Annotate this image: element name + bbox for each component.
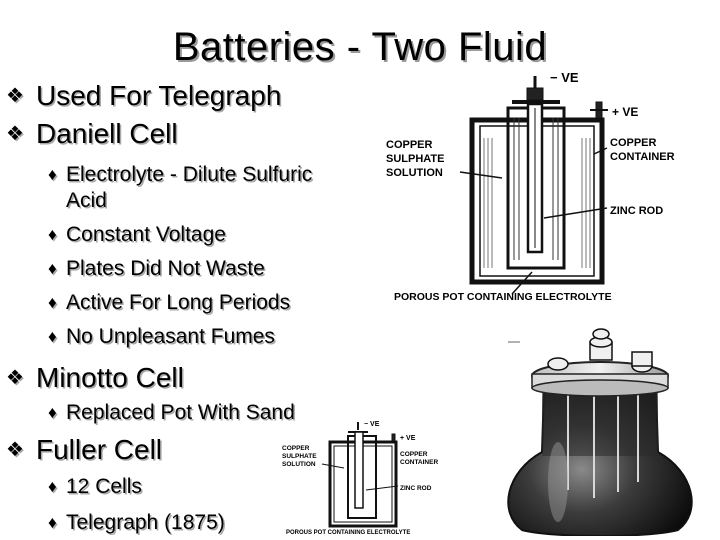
bullet-text: Constant Voltage [66,223,226,246]
bullet-telegraph-1875: ♦ Telegraph (1875) [48,510,225,536]
diamond-icon: ♦ [48,403,57,422]
bullet-no-unpleasant-fumes: ♦ No Unpleasant Fumes [48,324,275,350]
small-zinc-rod-label: ZINC ROD [400,485,432,492]
slide-title: Batteries - Two Fluid [172,25,548,69]
bullet-text: Electrolyte - Dilute Sulfuric [66,163,313,186]
diamond-icon: ♦ [48,327,57,346]
bullet-12-cells: ♦ 12 Cells [48,474,142,500]
bullet-text: Plates Did Not Waste [66,257,265,280]
diamond-icon: ♦ [48,165,57,184]
diamond-icon: ♦ [48,477,57,496]
diamond-dot-icon: ❖ [6,85,24,107]
diamond-icon: ♦ [48,259,57,278]
bullet-text: Replaced Pot With Sand [66,401,295,424]
negative-terminal-icon [526,87,544,101]
bullet-active-for-long-periods: ♦ Active For Long Periods [48,290,290,316]
daniell-cell-diagram-small: − VE + VE COPPER SULPHATE SOLUTION COPPE… [282,421,438,536]
negative-terminal-label: − VE [550,70,579,85]
bullet-plates-did-not-waste: ♦ Plates Did Not Waste [48,256,265,282]
daniell-cell-diagram: − VE + VE COPPER SULPHATE SOLUTION COPPE… [386,70,675,303]
bullet-text: Fuller Cell [36,434,163,465]
zinc-rod-label: ZINC ROD [610,205,663,217]
diamond-dot-icon: ❖ [6,367,24,389]
small-left-label-line-3: SOLUTION [282,461,316,468]
left-label-line-3: SOLUTION [386,167,443,179]
right-label-line-1: COPPER [610,137,657,149]
bullet-text: Used For Telegraph [36,80,282,111]
diamond-dot-icon: ❖ [6,439,24,461]
diamond-icon: ♦ [48,225,57,244]
right-label-line-2: CONTAINER [610,151,675,163]
small-positive-terminal-label: + VE [400,435,416,442]
bullet-electrolyte: ♦ Electrolyte - Dilute Sulfuric [48,162,312,188]
bullet-replaced-pot: ♦ Replaced Pot With Sand [48,400,295,426]
small-bottom-label: POROUS POT CONTAINING ELECTROLYTE [286,530,410,536]
diamond-icon: ♦ [48,513,57,532]
small-left-label-line-1: COPPER [282,445,310,452]
small-right-label-line-1: COPPER [400,451,428,458]
bullet-text: Telegraph (1875) [66,511,225,534]
bullet-fuller-cell: ❖ Fuller Cell [6,434,162,466]
bullet-constant-voltage: ♦ Constant Voltage [48,222,226,248]
bullet-continuation: Acid [66,189,107,212]
bullet-text: 12 Cells [66,475,142,498]
left-label-line-2: SULPHATE [386,153,444,165]
bullet-text: Daniell Cell [36,118,178,149]
small-left-label-line-2: SULPHATE [282,453,317,460]
bottom-label: POROUS POT CONTAINING ELECTROLYTE [394,291,612,303]
bullet-daniell-cell: ❖ Daniell Cell [6,118,178,150]
fuller-cell-photo [507,328,693,536]
positive-terminal-label: + VE [612,105,638,119]
left-label-line-1: COPPER [386,139,433,151]
bullet-used-for-telegraph: ❖ Used For Telegraph [6,80,281,112]
small-negative-terminal-label: − VE [364,421,380,428]
small-right-label-line-2: CONTAINER [400,459,438,466]
bullet-text: No Unpleasant Fumes [66,325,275,348]
bullet-text: Minotto Cell [36,362,184,393]
bullet-text: Active For Long Periods [66,291,291,314]
diamond-dot-icon: ❖ [6,123,24,145]
bullet-minotto-cell: ❖ Minotto Cell [6,362,184,394]
diamond-icon: ♦ [48,293,57,312]
